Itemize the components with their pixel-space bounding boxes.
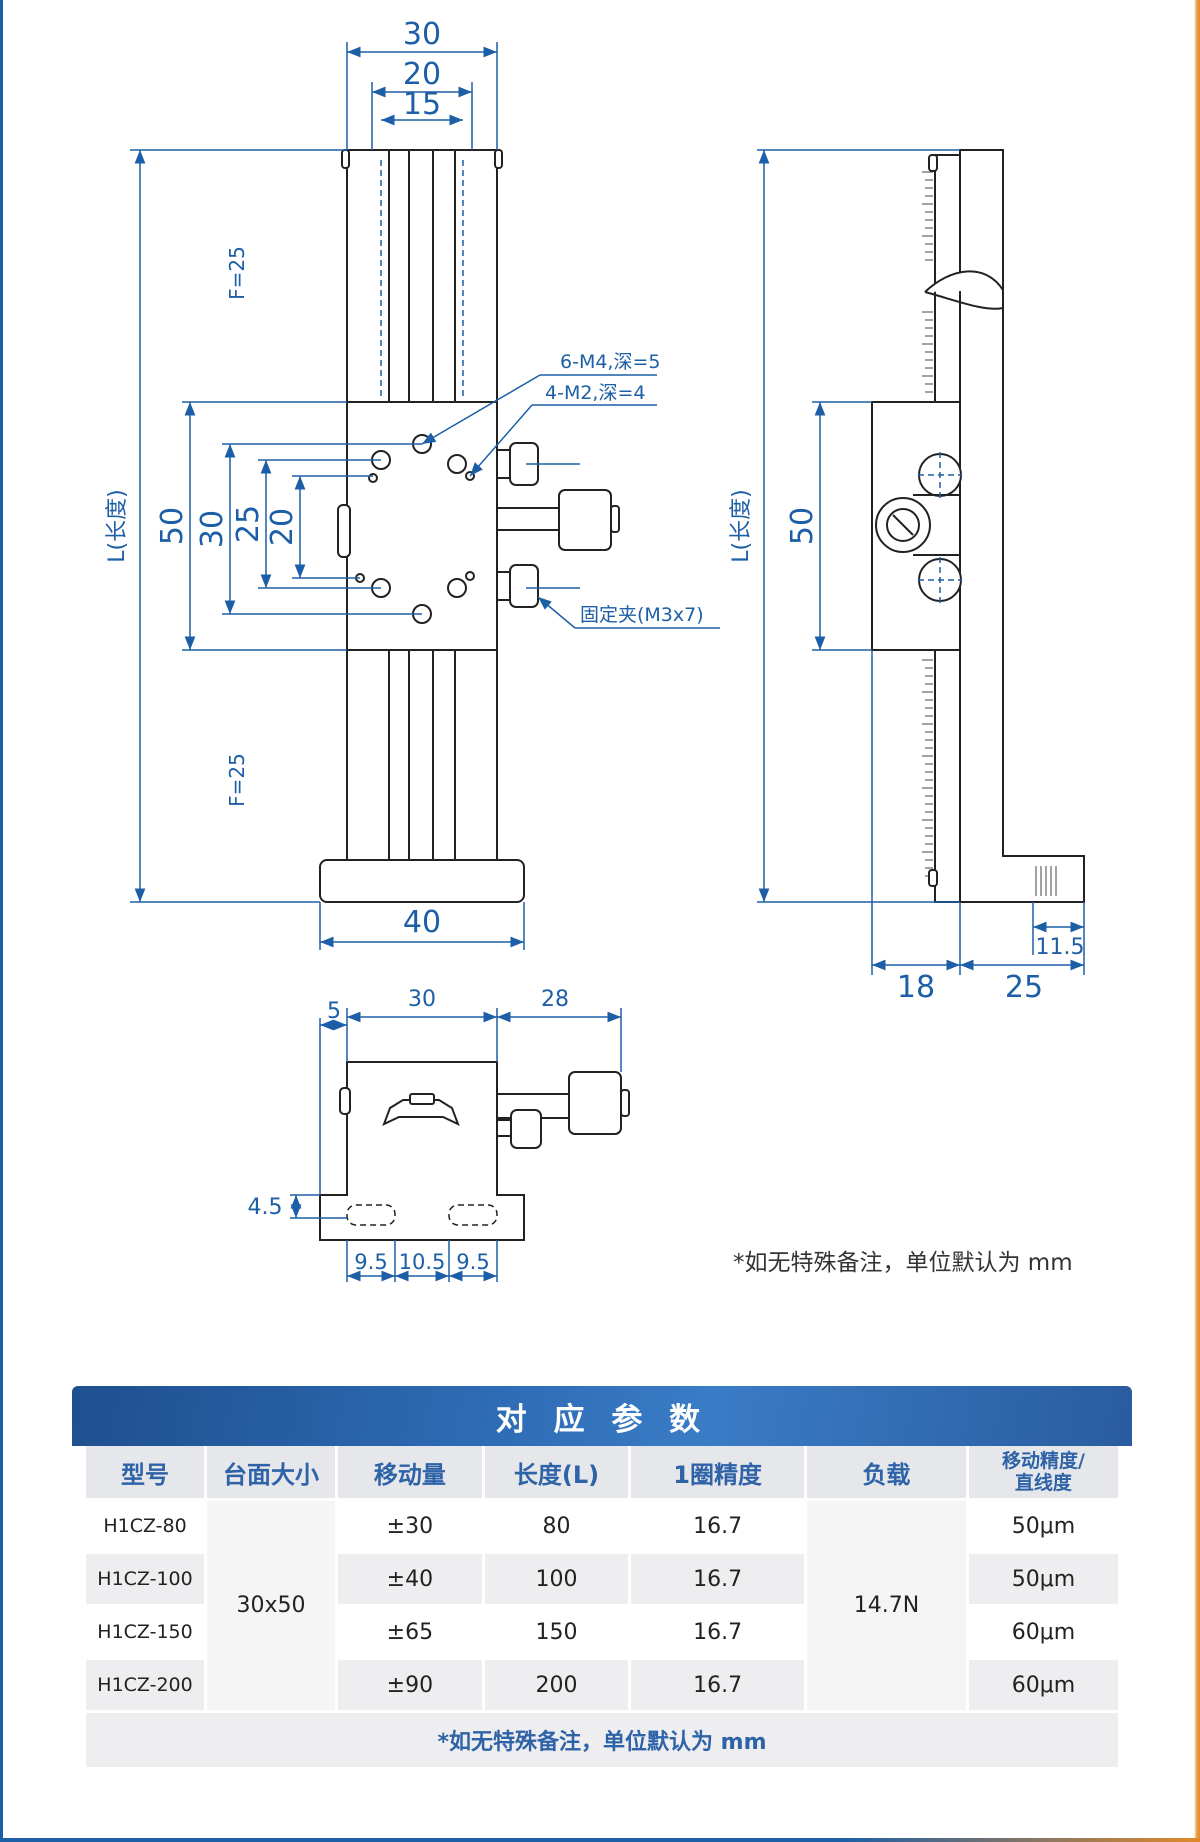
parameter-table: 对 应 参 数 型号 台面大小 移动量 长度(L) 1圈精度 负载 移动精度/ …: [72, 1386, 1132, 1770]
dim-10-5-end: 10.5: [399, 1250, 446, 1274]
side-view: [871, 149, 1085, 903]
dim-40-bottom: 40: [403, 905, 441, 940]
dim-L-front: L(长度): [105, 489, 130, 562]
header-row: 型号 台面大小 移动量 长度(L) 1圈精度 负载 移动精度/ 直线度: [86, 1446, 1118, 1498]
dim-30-top: 30: [403, 17, 441, 52]
cell-straightness: 60μm: [968, 1607, 1118, 1657]
dim-20-front-v: 20: [265, 508, 300, 546]
end-view: [319, 1061, 630, 1241]
cell-model: H1CZ-100: [86, 1554, 205, 1604]
table-row: H1CZ-80 30x50 ±30 80 16.7 14.7N 50μm: [86, 1501, 1118, 1710]
dim-15-top: 15: [403, 87, 441, 122]
cell-straightness: 60μm: [968, 1660, 1118, 1710]
header-straightness: 移动精度/ 直线度: [968, 1446, 1118, 1498]
header-length: 长度(L): [484, 1446, 629, 1498]
technical-drawing: 30 20 15 40 L(长度) 50 30 25 20 F=25 F=25 …: [105, 17, 1085, 1282]
cell-length: 150: [484, 1607, 629, 1657]
dim-50-side: 50: [785, 507, 820, 545]
cell-load: 14.7N: [807, 1501, 966, 1710]
dim-9-5-a-end: 9.5: [354, 1250, 387, 1274]
f-label-bottom: F=25: [225, 753, 249, 807]
cell-model: H1CZ-200: [86, 1660, 205, 1710]
cell-table-size: 30x50: [207, 1501, 336, 1710]
dim-30-front-v: 30: [195, 510, 230, 548]
dim-20-top: 20: [403, 57, 441, 92]
page-border-right: [1194, 0, 1200, 1842]
dim-11-5-side: 11.5: [1036, 935, 1085, 960]
table-title: 对 应 参 数: [495, 1401, 709, 1438]
header-table-size: 台面大小: [207, 1446, 336, 1498]
table-row: H1CZ-200 ±90 200 16.7 60μm: [86, 1660, 1118, 1710]
cell-precision: 16.7: [631, 1554, 805, 1604]
cell-travel: ±40: [338, 1554, 482, 1604]
unit-note: *如无特殊备注，单位默认为 mm: [733, 1250, 1073, 1276]
dim-18-side: 18: [897, 970, 935, 1005]
dim-30-end: 30: [408, 987, 436, 1012]
dim-9-5-b-end: 9.5: [456, 1250, 489, 1274]
dim-50-front: 50: [155, 507, 190, 545]
table-footer-note: *如无特殊备注，单位默认为 mm: [86, 1713, 1118, 1767]
clamp-label: 固定夹(M3x7): [580, 604, 704, 626]
dim-5-end: 5: [327, 999, 341, 1024]
cell-straightness: 50μm: [968, 1554, 1118, 1604]
front-dimensions: [130, 42, 720, 950]
params-grid: 型号 台面大小 移动量 长度(L) 1圈精度 负载 移动精度/ 直线度 H1CZ…: [83, 1443, 1121, 1770]
dim-L-side: L(长度): [729, 489, 754, 562]
cell-model: H1CZ-150: [86, 1607, 205, 1657]
cell-model: H1CZ-80: [86, 1501, 205, 1551]
cell-straightness: 50μm: [968, 1501, 1118, 1551]
dim-4-5-end: 4.5: [248, 1195, 283, 1220]
cell-travel: ±30: [338, 1501, 482, 1551]
table-row: H1CZ-150 ±65 150 16.7 60μm: [86, 1607, 1118, 1657]
front-view: [319, 149, 620, 903]
cell-length: 80: [484, 1501, 629, 1551]
header-model: 型号: [86, 1446, 205, 1498]
cell-length: 200: [484, 1660, 629, 1710]
f-label-top: F=25: [225, 246, 249, 300]
hole-label-m4: 6-M4,深=5: [560, 351, 660, 373]
page-border-bottom: [0, 1838, 1200, 1842]
cell-travel: ±90: [338, 1660, 482, 1710]
page-border-left: [0, 0, 3, 1842]
dim-28-end: 28: [541, 987, 569, 1012]
hole-label-m2: 4-M2,深=4: [545, 382, 645, 404]
side-dimensions: [757, 149, 1085, 975]
footer-row: *如无特殊备注，单位默认为 mm: [86, 1713, 1118, 1767]
cell-precision: 16.7: [631, 1607, 805, 1657]
end-dimensions: [290, 1008, 622, 1282]
header-precision: 1圈精度: [631, 1446, 805, 1498]
header-load: 负载: [807, 1446, 966, 1498]
cell-length: 100: [484, 1554, 629, 1604]
cell-travel: ±65: [338, 1607, 482, 1657]
dim-25-side: 25: [1005, 970, 1043, 1005]
dim-25-front-v: 25: [231, 505, 266, 543]
table-row: H1CZ-100 ±40 100 16.7 50μm: [86, 1554, 1118, 1604]
cell-precision: 16.7: [631, 1501, 805, 1551]
cell-precision: 16.7: [631, 1660, 805, 1710]
table-banner: 对 应 参 数: [72, 1386, 1132, 1446]
header-travel: 移动量: [338, 1446, 482, 1498]
